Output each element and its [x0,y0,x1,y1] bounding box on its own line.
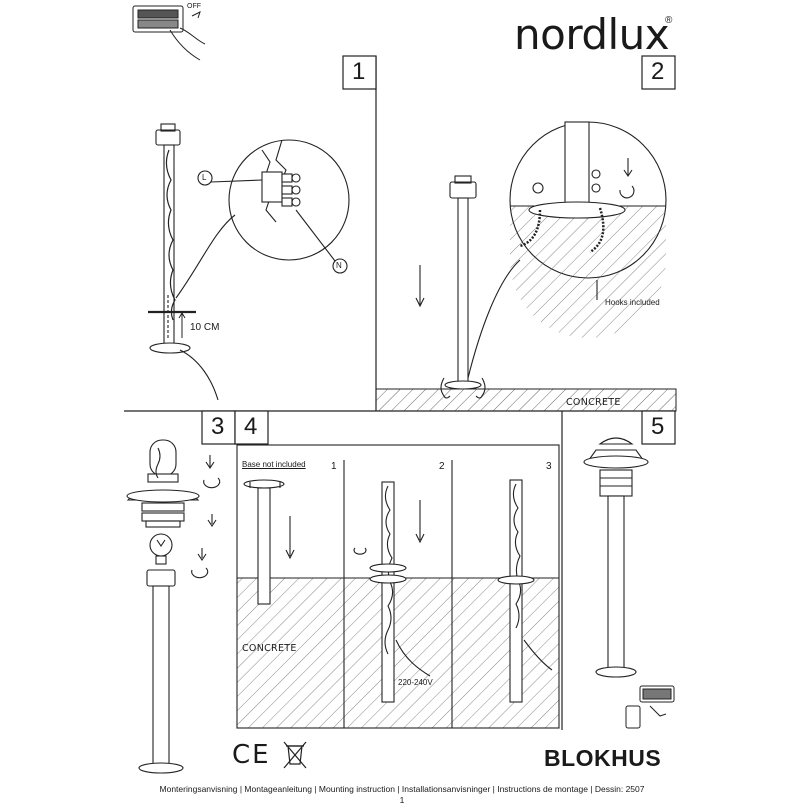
weee-bin-icon [283,741,307,769]
step2-number: 2 [651,58,665,85]
step1-lamp-post [148,123,219,401]
footer-text: Monteringsanvisning | Montageanleitung |… [159,784,645,794]
step2-ground [375,388,677,412]
step4-number: 4 [244,413,258,440]
step2-hook-zoom [467,121,667,379]
step4-sub1-number: 1 [331,461,337,472]
step2-hooks-label: Hooks included [605,298,660,307]
step3-number: 3 [211,413,225,440]
power-switch-icon [132,5,206,61]
step1-live-label: L [202,173,207,182]
step1-number: 1 [352,58,366,85]
step2-lamp-post [415,175,486,399]
step4-sub2-number: 2 [439,461,445,472]
step5-number: 5 [651,413,665,440]
switch-off-label: OFF [187,3,201,10]
product-name: BLOKHUS [544,745,662,771]
step1-depth-arrow [178,312,186,338]
step4-concrete-label: CONCRETE [242,643,297,654]
page-number: 1 [399,795,405,805]
ce-mark: CE [232,740,271,770]
step1-neutral-label: N [336,261,342,270]
step4-base-note: Base not included [242,460,306,469]
brand-logo: nordlux [514,10,670,59]
step-number-boxes [201,55,676,445]
step4-voltage-label: 220-240V [398,678,433,687]
step2-concrete-label: CONCRETE [566,397,621,408]
step4-sub3-number: 3 [546,461,552,472]
step5-assembled-lamp [583,437,649,678]
step1-connector-zoom [175,139,350,299]
step1-depth-label: 10 CM [190,322,220,333]
power-on-icon [625,685,675,729]
step3-exploded-lamp [126,439,221,774]
step4-panel [236,444,560,729]
registered-mark: ® [665,15,673,26]
